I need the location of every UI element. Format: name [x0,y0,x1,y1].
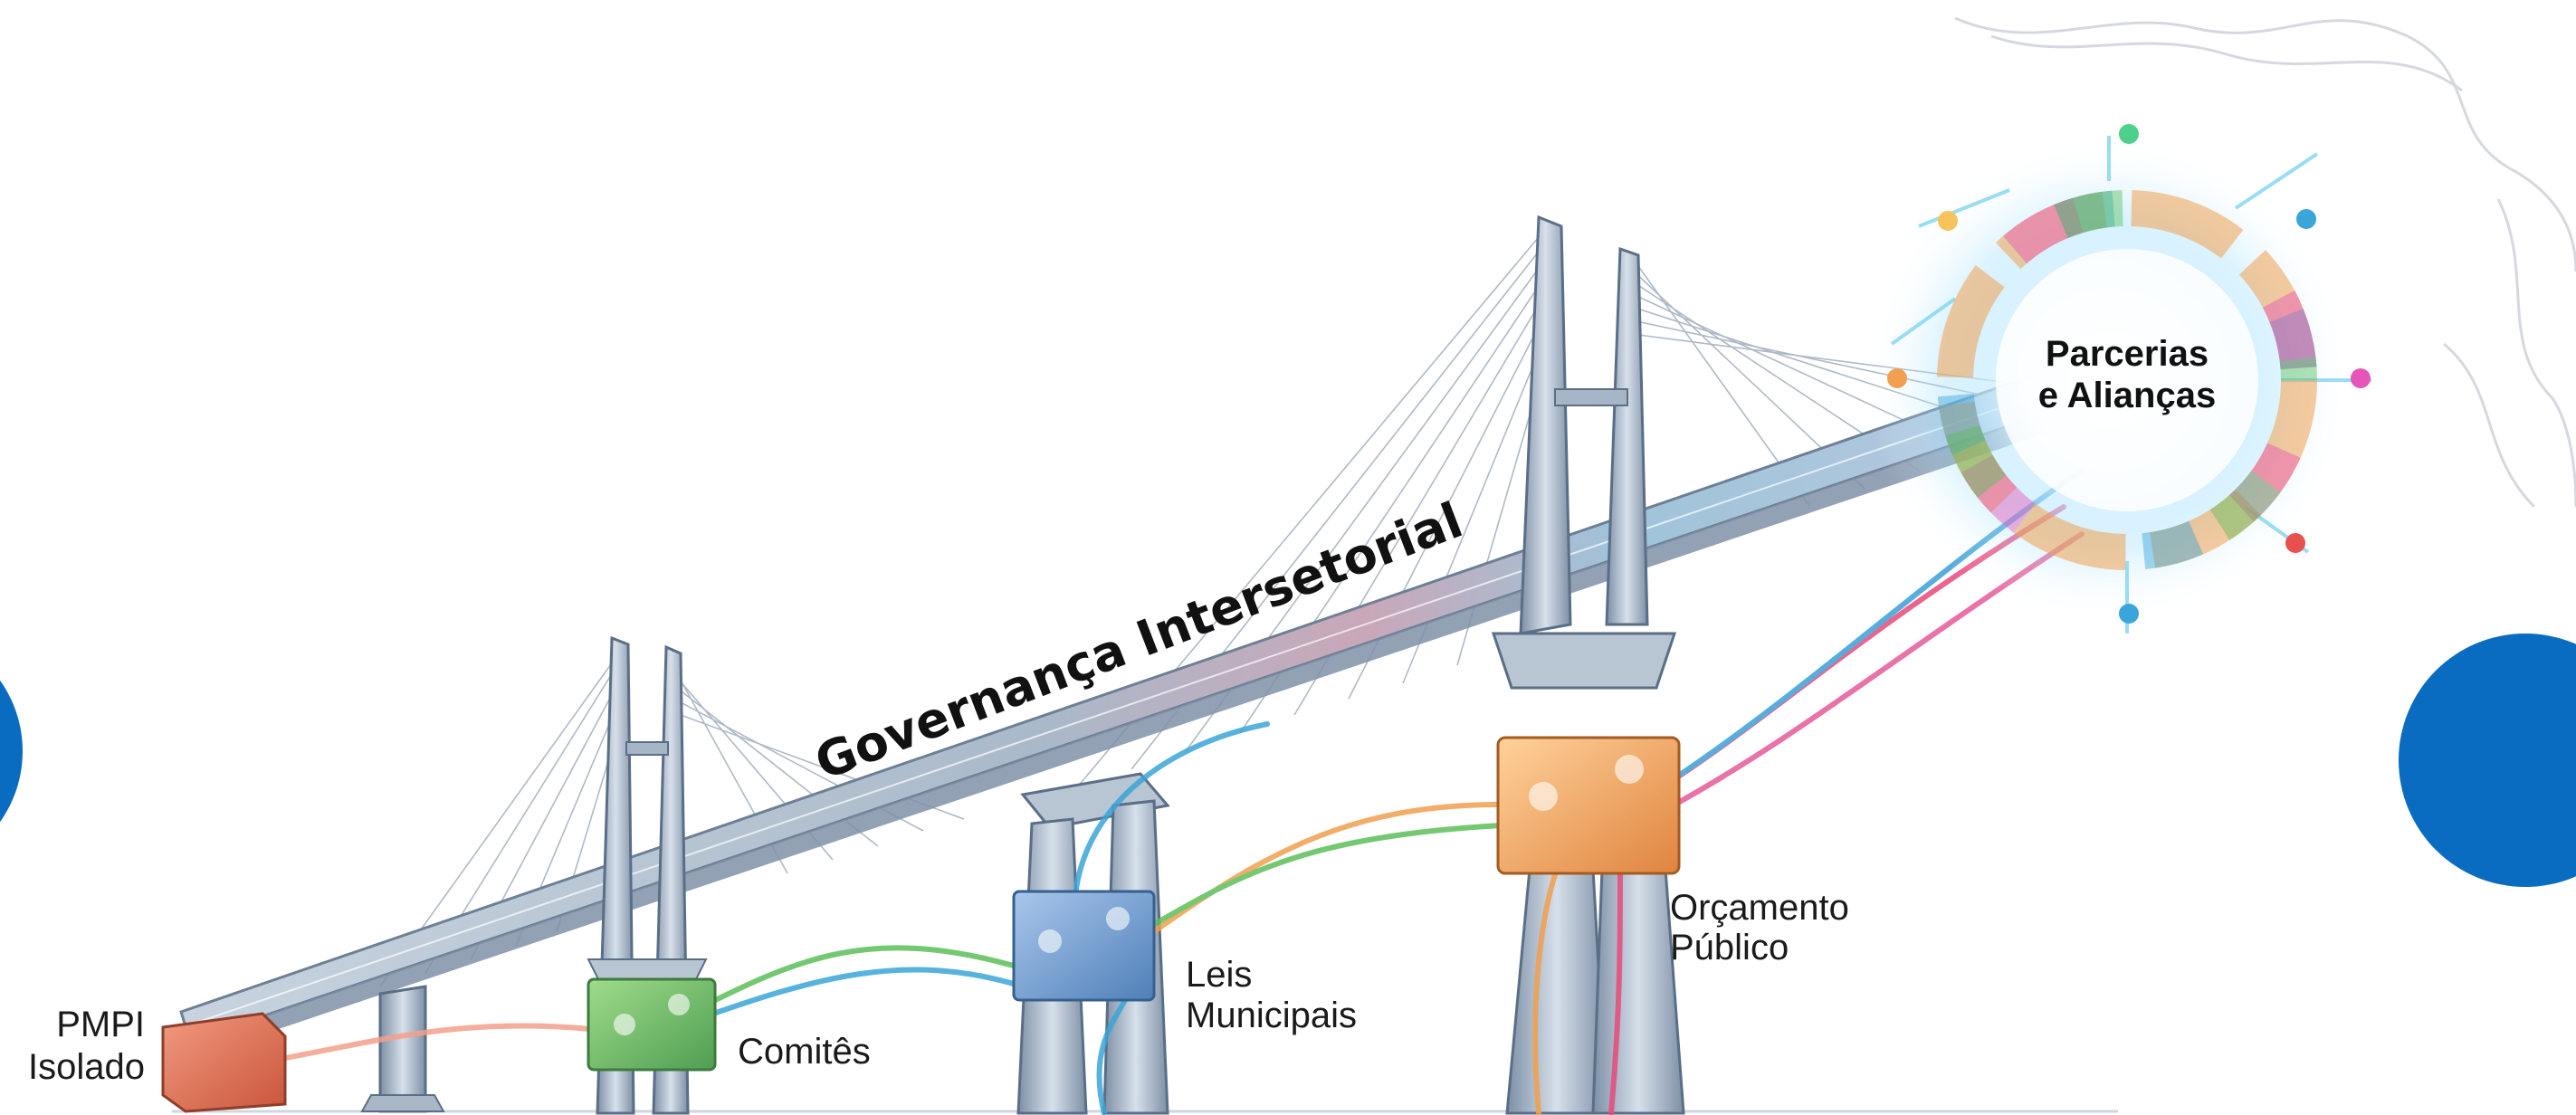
label-orcamento-line2: Público [1670,928,1789,967]
tower-2 [1491,214,1685,1115]
hub-parcerias: Parcerias e Alianças [1865,124,2371,634]
block-comites [587,977,717,1072]
label-leis-line2: Municipais [1186,996,1357,1035]
label-pmpi-line2: Isolado [28,1047,145,1087]
hub-label-line2: e Alianças [2038,376,2216,415]
block-orcamento [1496,736,1681,875]
pier-0 [360,985,445,1113]
label-orcamento-line1: Orçamento [1670,888,1849,928]
flow-lines [278,468,2085,1115]
background-scribbles [1954,16,2576,509]
label-comites: Comitês [738,1032,871,1072]
block-leis [1012,890,1156,1002]
right-blue-circle [2399,634,2576,887]
hub-label-line1: Parcerias [2046,334,2209,374]
label-leis-line1: Leis [1186,955,1252,995]
left-blue-circle [0,680,23,823]
block-pmpi [161,1012,287,1113]
label-pmpi-line1: PMPI [56,1005,145,1044]
